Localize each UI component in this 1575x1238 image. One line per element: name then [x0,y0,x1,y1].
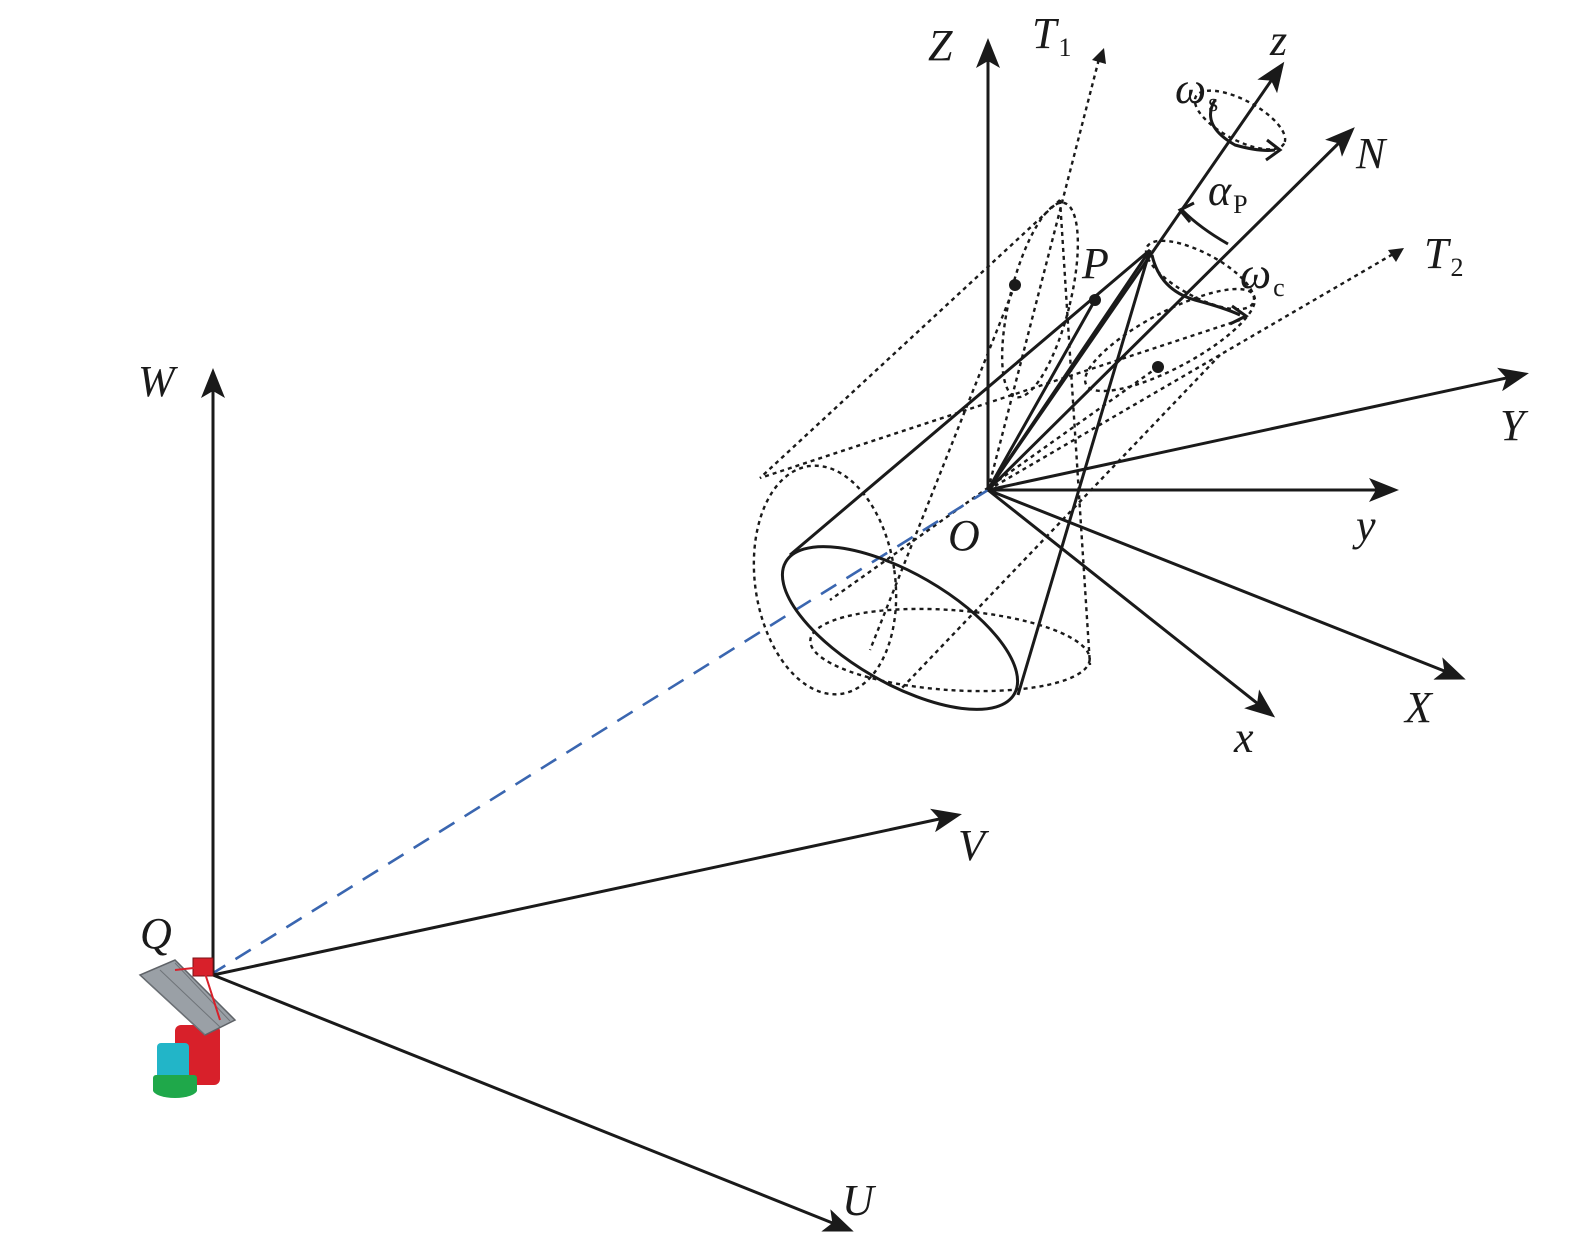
y-upper-axis [987,367,1529,492]
center-label: O [948,511,980,560]
t1-axis-line [986,54,1102,491]
station-frame [201,368,962,1232]
rotation-indicators [1144,89,1287,326]
cone-edge-right [1016,249,1152,696]
v-axis [212,808,962,977]
point-p-dot [1089,294,1101,306]
w-axis-label: W [138,357,178,406]
t2-cone-edge-lower [899,354,1221,691]
line-of-sight [209,488,989,977]
t2-arrowhead [1388,248,1404,262]
cone-rotation-arrowhead [1229,304,1249,326]
alpha-label: αP [1208,166,1248,219]
telescope-dish [138,959,237,1036]
t2-point-dot [1152,361,1164,373]
cone-rotation-arc [1150,254,1241,317]
cone-rate-label: ωc [1240,249,1285,302]
u-axis-label: U [842,1176,877,1225]
alpha-arrowhead [1177,201,1195,223]
v-axis-label: V [958,821,990,870]
spin-arrowhead [1265,138,1283,162]
x-lower-axis [987,488,1276,718]
telescope-feed-struts [174,966,221,1021]
z-upper-label: Z [928,21,953,70]
t2-top-ellipse [1083,287,1257,393]
point-label: P [1081,239,1109,288]
t2-cone-edge-upper [759,318,1241,480]
t2-label: T2 [1424,229,1463,282]
telescope-cyan-mount [157,1043,189,1083]
cone-rotation-ellipse [1144,239,1256,311]
spin-rate-label: ωs [1175,64,1218,117]
left-bottom-ellipse [752,464,898,696]
telescope-green-pedestal [153,1075,197,1093]
x-upper-label: X [1403,683,1434,732]
x-lower-label: x [1233,713,1254,762]
cone-tip-to-center [986,249,1152,491]
target-frame [976,38,1529,718]
t1-cone-edge-left [759,199,1061,479]
axis-labels: W V U Q Z Y X z y x N O P T1 T2 ωs ωc αP [138,9,1529,1225]
y-lower-label: y [1352,501,1376,550]
p-to-center [986,299,1097,491]
station-label: Q [140,909,172,958]
cone-base-ellipse [780,545,1020,711]
t1-inner-line [868,284,1017,651]
t1-arrowhead [1092,48,1106,64]
dotted-precession-cones [752,48,1404,696]
spin-rotation-arc [1209,99,1276,152]
x-upper-axis [987,488,1466,680]
t1-point-dot [1009,279,1021,291]
t1-cone-edge-right [1058,199,1092,666]
alpha-angle-arc [1180,208,1229,246]
z-body-label: z [1269,16,1287,65]
u-axis [212,973,854,1232]
y-upper-label: Y [1500,401,1529,450]
spin-rotation-ellipse [1193,89,1287,151]
telescope-dish-ribs [144,962,231,1036]
n-axis [986,127,1355,492]
radio-telescope-icon [138,957,237,1098]
lower-bottom-ellipse [809,607,1091,693]
t1-label: T1 [1032,9,1071,62]
n-axis-label: N [1355,129,1388,178]
target-cone [780,248,1152,711]
